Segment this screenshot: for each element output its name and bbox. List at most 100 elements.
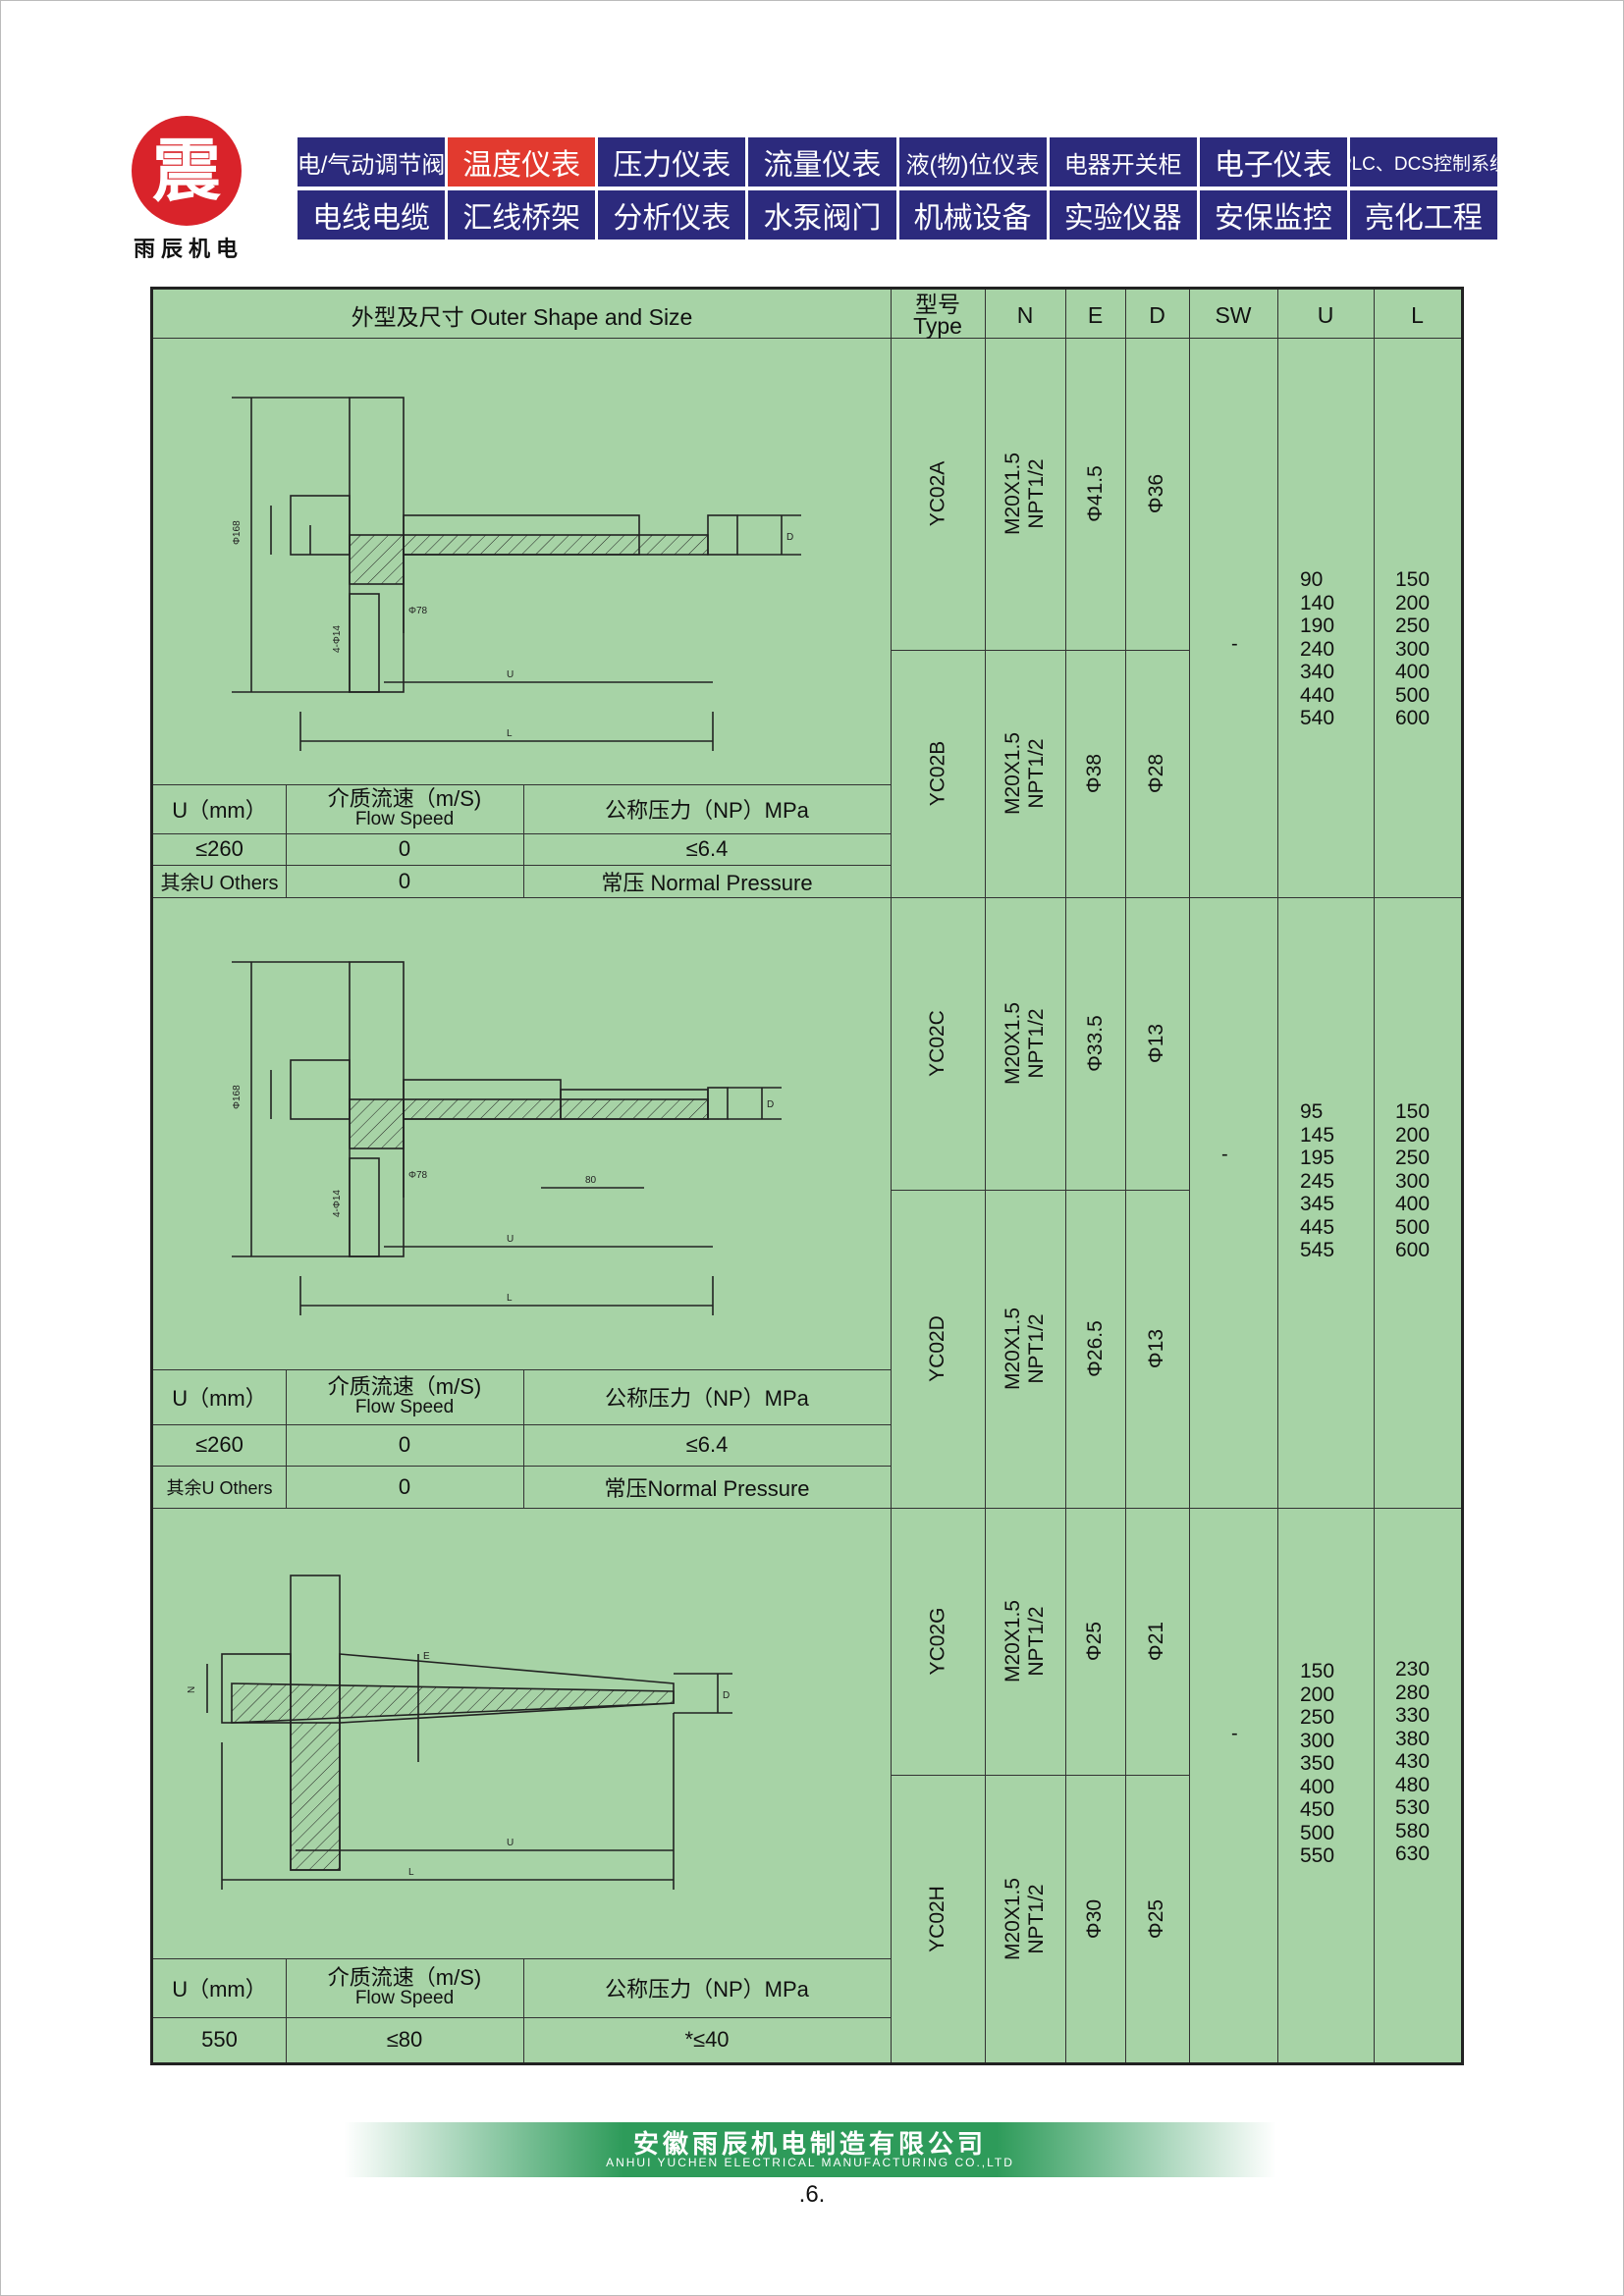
drawing-yc02ab: Φ168 U L D Φ78 4-Φ14 (232, 397, 801, 751)
sub-cell: 常压Normal Pressure (604, 1475, 810, 1501)
dim-label: D (767, 1099, 774, 1110)
grid-line (891, 290, 892, 2062)
type-cell: YC02D (925, 1315, 948, 1382)
e-cell: Φ33.5 (1083, 1015, 1107, 1072)
nav-item-cables[interactable]: 电线电缆 (298, 190, 446, 240)
header-shape: 外型及尺寸 Outer Shape and Size (351, 304, 693, 330)
dim-label: 80 (585, 1175, 597, 1186)
grid-line (153, 897, 1461, 898)
nav-item-valves[interactable]: 电/气动调节阀 (298, 137, 446, 187)
type-cell: YC02A (925, 460, 948, 527)
dim-label: L (507, 1293, 513, 1304)
grid-line (1374, 290, 1375, 2062)
header-l: L (1411, 301, 1424, 328)
sw-cell: - (1231, 633, 1238, 655)
type-cell: YC02C (925, 1010, 948, 1077)
sub-head-speed: 介质流速（m/S)Flow Speed (327, 1965, 482, 2009)
grid-line (1065, 290, 1066, 2062)
nav-item-pressure[interactable]: 压力仪表 (598, 137, 746, 187)
sub-cell: ≤260 (195, 836, 244, 861)
sub-cell: 0 (398, 836, 411, 861)
dim-label: 4-Φ14 (332, 625, 343, 653)
sub-head-np: 公称压力（NP）MPa (605, 798, 809, 823)
n-cell: M20X1.5 NPT1/2 (1001, 1599, 1048, 1683)
sub-cell: ≤6.4 (685, 836, 729, 861)
spec-table: 外型及尺寸 Outer Shape and Size 型号 Type N E D… (150, 287, 1464, 2065)
nav-row-2: 电线电缆 汇线桥架 分析仪表 水泵阀门 机械设备 实验仪器 安保监控 亮化工程 (298, 190, 1497, 240)
logo-emblem: 震 (132, 116, 242, 226)
sub-cell: *≤40 (684, 2027, 730, 2052)
d-cell: Φ13 (1145, 1328, 1168, 1369)
header-u: U (1317, 301, 1334, 328)
sub-cell: ≤6.4 (685, 1432, 729, 1457)
nav-item-level[interactable]: 液(物)位仪表 (898, 137, 1047, 187)
n-cell: M20X1.5 NPT1/2 (1001, 1877, 1048, 1960)
sub-cell: 常压 Normal Pressure (601, 870, 813, 895)
sub-head-speed: 介质流速（m/S)Flow Speed (327, 1374, 482, 1418)
header-d: D (1149, 301, 1165, 328)
sub-cell: 其余U Others (166, 1477, 273, 1498)
nav-item-switchgear[interactable]: 电器开关柜 (1049, 137, 1197, 187)
sw-cell: - (1221, 1144, 1228, 1165)
nav-item-machinery[interactable]: 机械设备 (898, 190, 1047, 240)
nav-row-1: 电/气动调节阀 温度仪表 压力仪表 流量仪表 液(物)位仪表 电器开关柜 电子仪… (298, 137, 1497, 187)
dim-label: Φ168 (232, 1085, 243, 1109)
nav-item-temperature[interactable]: 温度仪表 (448, 137, 596, 187)
sub-head-u: U（mm） (172, 1977, 267, 2002)
nav-item-electronic[interactable]: 电子仪表 (1199, 137, 1347, 187)
grid-line (153, 1466, 891, 1467)
sub-cell: 0 (398, 1473, 411, 1499)
grid-line (523, 784, 524, 897)
sub-head-np: 公称压力（NP）MPa (605, 1977, 809, 2002)
sub-head-u: U（mm） (172, 798, 267, 823)
grid-line (153, 1424, 891, 1425)
nav-item-cable-tray[interactable]: 汇线桥架 (448, 190, 596, 240)
sub-cell: ≤80 (386, 2027, 423, 2052)
grid-line (286, 1369, 287, 1508)
n-cell: M20X1.5 NPT1/2 (1001, 1001, 1048, 1086)
footer-band (344, 2122, 1276, 2177)
dim-label: 4-Φ14 (332, 1190, 343, 1217)
header-type-cn: 型号 (915, 292, 960, 317)
dim-label: Φ168 (232, 520, 243, 545)
nav-item-flow[interactable]: 流量仪表 (748, 137, 896, 187)
n-cell: M20X1.5 NPT1/2 (1001, 1307, 1048, 1391)
grid-line (153, 2017, 891, 2018)
grid-line (891, 650, 1189, 651)
grid-line (153, 1958, 891, 1959)
dim-label: U (507, 669, 514, 680)
grid-line (523, 1958, 524, 2062)
nav-item-plc-dcs[interactable]: PLC、DCS控制系统 (1349, 137, 1497, 187)
dim-label: E (423, 1651, 430, 1662)
grid-line (1277, 290, 1278, 2062)
grid-line (523, 1369, 524, 1508)
sub-head-np: 公称压力（NP）MPa (605, 1386, 809, 1411)
sub-cell: ≤260 (195, 1432, 244, 1457)
d-cell: Φ21 (1145, 1621, 1168, 1662)
d-cell: Φ28 (1145, 753, 1168, 794)
nav-item-analysis[interactable]: 分析仪表 (598, 190, 746, 240)
sub-cell: 0 (398, 1432, 411, 1457)
dim-label: D (786, 532, 793, 543)
dim-label: Φ78 (408, 606, 428, 616)
d-cell: Φ36 (1145, 473, 1168, 514)
dim-label: L (507, 728, 513, 739)
grid-line (153, 784, 891, 785)
grid-line (153, 1369, 891, 1370)
nav-item-pumps[interactable]: 水泵阀门 (748, 190, 896, 240)
grid-line (286, 1958, 287, 2062)
e-cell: Φ38 (1083, 753, 1107, 794)
header-type: 型号 Type (891, 290, 985, 341)
n-cell: M20X1.5 NPT1/2 (1001, 452, 1048, 536)
type-cell: YC02G (926, 1607, 948, 1676)
footer-company-en: ANHUI YUCHEN ELECTRICAL MANUFACTURING CO… (606, 2156, 1014, 2169)
sub-cell: 其余U Others (160, 873, 279, 894)
nav-item-security[interactable]: 安保监控 (1199, 190, 1347, 240)
d-cell: Φ25 (1145, 1898, 1168, 1939)
n-cell: M20X1.5 NPT1/2 (1001, 731, 1048, 816)
nav-item-lab[interactable]: 实验仪器 (1049, 190, 1197, 240)
nav-item-lighting[interactable]: 亮化工程 (1349, 190, 1497, 240)
